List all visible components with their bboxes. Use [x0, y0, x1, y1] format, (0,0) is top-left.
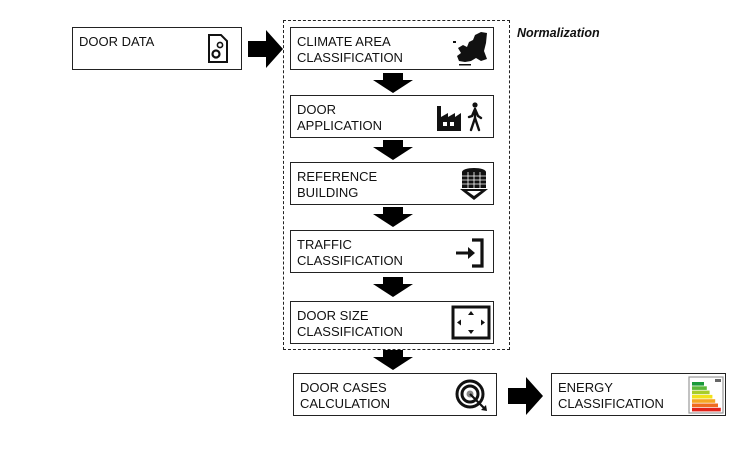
person-walking-icon	[467, 102, 483, 132]
door-size-node: DOOR SIZE CLASSIFICATION	[290, 301, 494, 344]
arrow-right-1	[248, 30, 283, 68]
node-label: ENERGY CLASSIFICATION	[558, 380, 664, 411]
energy-bar	[692, 390, 710, 395]
energy-bar	[692, 386, 707, 390]
resize-icon	[451, 305, 491, 340]
building-icon	[460, 168, 488, 200]
normalization-label: Normalization	[517, 26, 600, 40]
arrow-down-1	[373, 73, 413, 93]
arrow-down-2	[373, 140, 413, 160]
energy-classification-node: ENERGY CLASSIFICATION	[551, 373, 726, 416]
arrow-down-4	[373, 277, 413, 297]
node-label: DOOR SIZE CLASSIFICATION	[297, 308, 403, 339]
node-label: TRAFFIC CLASSIFICATION	[297, 237, 403, 268]
node-label: CLIMATE AREA CLASSIFICATION	[297, 34, 403, 65]
climate-area-node: CLIMATE AREA CLASSIFICATION	[290, 27, 494, 70]
target-icon	[455, 379, 487, 411]
node-label: REFERENCE BUILDING	[297, 169, 378, 200]
door-application-node: DOOR APPLICATION	[290, 95, 494, 138]
door-cases-node: DOOR CASES CALCULATION	[293, 373, 497, 416]
node-label: DOOR APPLICATION	[297, 102, 383, 133]
node-label: DOOR DATA	[79, 34, 155, 49]
document-gear-icon	[208, 34, 228, 63]
energy-label-icon	[688, 376, 724, 414]
energy-bar	[692, 403, 718, 408]
energy-bar	[692, 407, 721, 412]
reference-building-node: REFERENCE BUILDING	[290, 162, 494, 205]
door-data-node: DOOR DATA	[72, 27, 242, 70]
energy-bar	[692, 382, 704, 386]
sign-in-icon	[456, 238, 484, 268]
energy-bar	[692, 399, 716, 403]
node-label: DOOR CASES CALCULATION	[300, 380, 391, 411]
arrow-down-5	[373, 350, 413, 370]
arrow-down-3	[373, 207, 413, 227]
energy-bar	[692, 394, 713, 399]
traffic-classification-node: TRAFFIC CLASSIFICATION	[290, 230, 494, 273]
factory-icon	[437, 106, 461, 131]
europe-map-icon	[453, 32, 487, 66]
normalization-group	[283, 20, 510, 350]
arrow-right-2	[508, 377, 543, 415]
